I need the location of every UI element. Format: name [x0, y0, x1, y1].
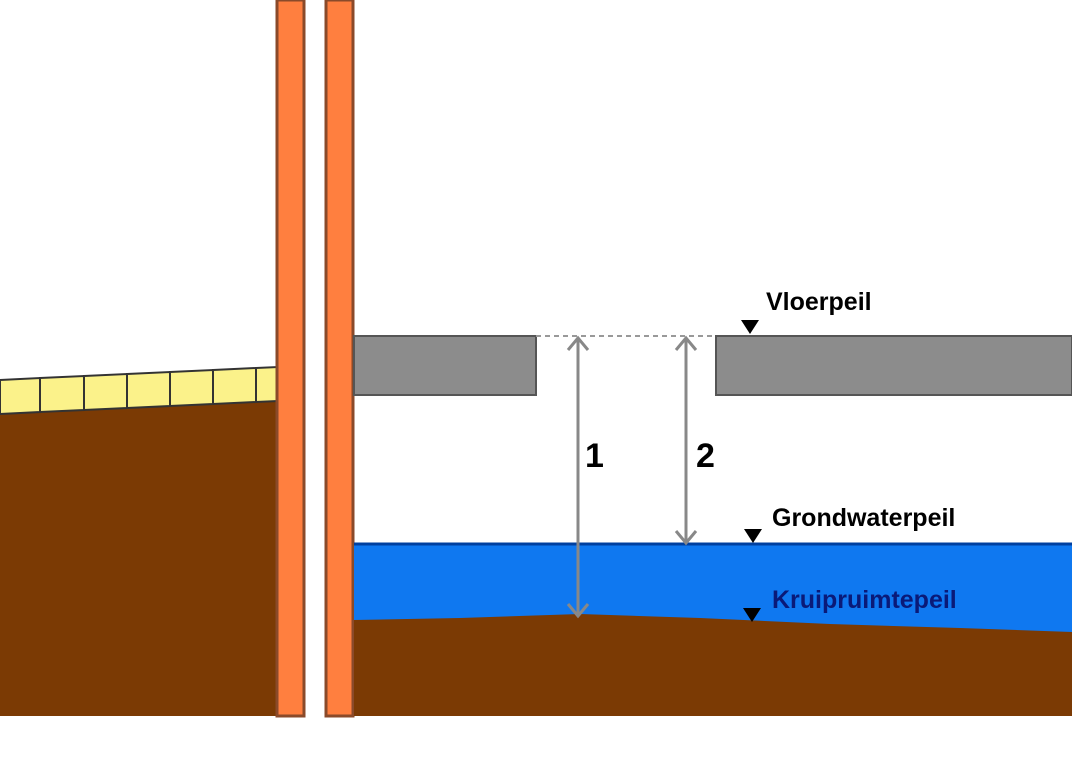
- groundwater-level-label: Grondwaterpeil: [772, 504, 955, 532]
- paving-tile: [126, 370, 171, 410]
- paving-tile: [0, 376, 41, 416]
- floor-level-label: Vloerpeil: [766, 288, 872, 316]
- paving-tiles: [0, 365, 279, 416]
- crawlspace-soil: [354, 614, 1072, 716]
- paving-tile: [83, 372, 128, 412]
- groundwater-level-marker-icon: [744, 529, 762, 543]
- paving-tile: [212, 366, 257, 406]
- dimension-label-2: 2: [696, 437, 715, 475]
- paving-tile: [169, 368, 214, 408]
- paving-tile: [255, 365, 279, 404]
- crawlspace-level-label: Kruipruimtepeil: [772, 586, 957, 614]
- floor-slab-left: [353, 335, 537, 396]
- foundation-wall-inner: [324, 0, 355, 718]
- foundation-wall-outer: [275, 0, 306, 718]
- arrow-head-up-icon: [674, 335, 698, 351]
- arrow-head-down-icon: [674, 530, 698, 546]
- crawlspace-level-marker-icon: [743, 608, 761, 622]
- dimension-arrow-1: [566, 335, 590, 619]
- paving-tile: [39, 374, 85, 414]
- arrow-head-down-icon: [566, 603, 590, 619]
- arrow-head-up-icon: [566, 335, 590, 351]
- floor-level-marker-icon: [741, 320, 759, 334]
- dimension-arrow-2: [674, 335, 698, 546]
- outside-soil: [0, 400, 278, 716]
- floor-slab-right: [715, 335, 1072, 396]
- dimension-label-1: 1: [585, 437, 604, 475]
